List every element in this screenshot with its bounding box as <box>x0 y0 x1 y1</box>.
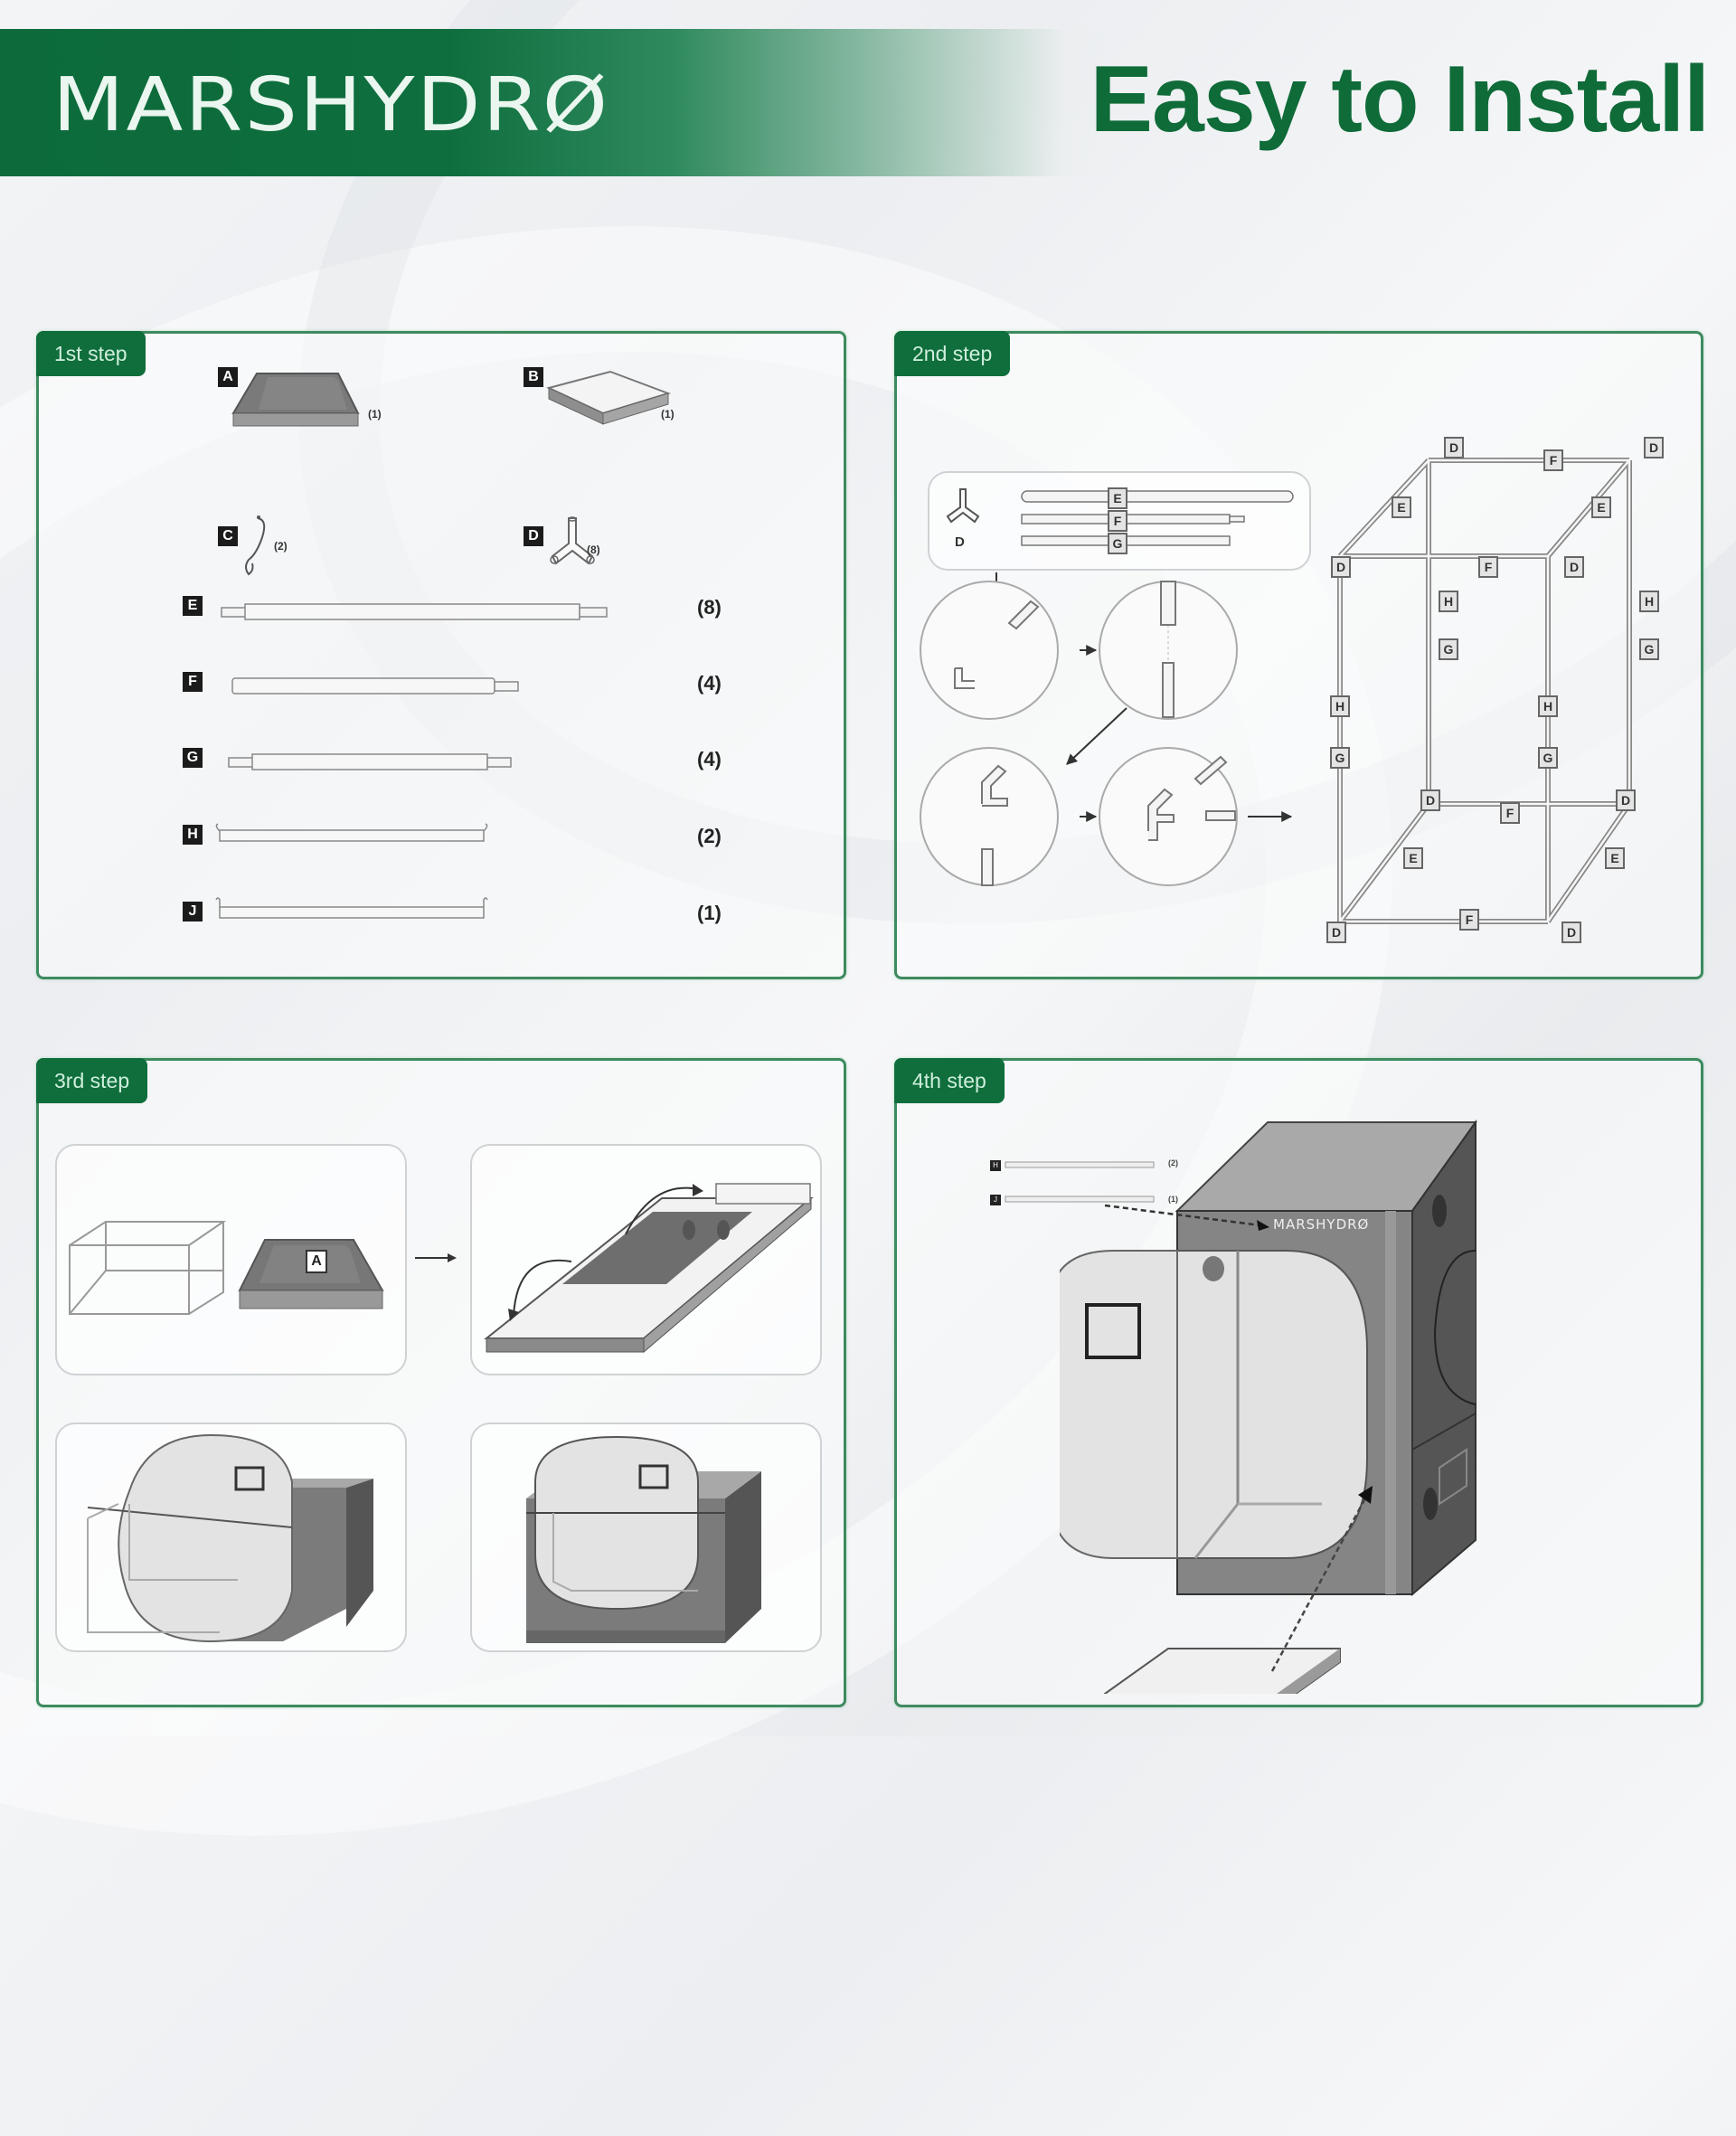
part-qty: (2) <box>1168 1158 1178 1167</box>
covered-tent-box <box>470 1422 822 1652</box>
step-badge: 4th step <box>894 1058 1005 1103</box>
hanger-icon <box>245 515 266 576</box>
hanging-bar-h-illustration <box>215 823 488 842</box>
corner-connector-icon <box>946 488 980 524</box>
part-label: C <box>218 526 238 546</box>
part-label: H <box>183 825 203 845</box>
cover-frame-illustration <box>87 1433 373 1643</box>
pole-f-illustration <box>231 677 519 695</box>
part-qty: (4) <box>697 748 722 770</box>
frame-label-d: D <box>1616 789 1636 811</box>
frame-label-f: F <box>1500 802 1520 824</box>
frame-label-d: D <box>1331 556 1351 578</box>
part-label: D <box>524 526 543 546</box>
legend-poles <box>1021 490 1294 546</box>
part-qty: (8) <box>587 543 600 556</box>
part-qty: (1) <box>697 902 722 924</box>
frame-label-g: G <box>1439 638 1458 660</box>
frame-label-f: F <box>1478 556 1498 578</box>
pole-g-illustration <box>228 753 512 770</box>
assembly-detail-steps <box>920 572 1293 886</box>
part-qty: (2) <box>697 825 722 847</box>
hanging-bar-j-illustration <box>215 897 488 919</box>
step-3-panel: 3rd step A <box>36 1058 846 1707</box>
part-label: J <box>990 1195 1001 1205</box>
tent-logo-text: MARSHYDRØ <box>1273 1216 1370 1233</box>
part-label: J <box>183 902 203 922</box>
part-qty: (8) <box>697 596 722 619</box>
frame-label-d: D <box>1644 437 1664 458</box>
part-qty: (4) <box>697 672 722 695</box>
hanging-bar-h-illustration <box>1005 1161 1155 1168</box>
part-label: F <box>183 672 203 692</box>
step-badge: 1st step <box>36 331 146 376</box>
legend-label-d: D <box>955 534 965 550</box>
covered-tent-illustration <box>526 1435 761 1643</box>
frame-label-g: G <box>1538 747 1558 769</box>
frame-label-d: D <box>1420 789 1440 811</box>
frame-label-d: D <box>1326 922 1346 943</box>
part-label: G <box>183 748 203 768</box>
arrow-right-icon <box>415 1253 457 1262</box>
frame-label-h: H <box>1538 695 1558 717</box>
frame-label-g: G <box>1639 638 1659 660</box>
frame-label-d: D <box>1444 437 1464 458</box>
unfold-top-box <box>470 1144 822 1375</box>
frame-label-g: G <box>1330 747 1350 769</box>
frame-assembly-diagram <box>1337 458 1632 924</box>
part-qty: (1) <box>1168 1195 1178 1204</box>
part-qty: (1) <box>661 408 675 421</box>
frame-label-e: E <box>1403 847 1423 869</box>
step-badge: 2nd step <box>894 331 1011 376</box>
brand-logo-text: MARSHYDRØ <box>52 62 610 148</box>
tent-top-illustration <box>238 1239 384 1309</box>
grow-tent-illustration <box>1060 1119 1477 1694</box>
page-title: Easy to Install <box>1090 47 1710 152</box>
part-qty: (2) <box>274 540 288 553</box>
step-1-panel: 1st step A (1) B (1) C (2) D (8) E (8) F <box>36 331 846 979</box>
part-label: A <box>306 1250 327 1273</box>
legend-label-g: G <box>1108 533 1127 554</box>
frame-label-d: D <box>1564 556 1584 578</box>
step-2-panel: 2nd step D E F G <box>894 331 1703 979</box>
part-label: H <box>990 1160 1001 1171</box>
step-4-panel: 4th step H (2) J (1) MARSHYDRØ <box>894 1058 1703 1707</box>
hanging-bar-j-illustration <box>1005 1196 1155 1203</box>
frame-label-e: E <box>1591 496 1611 518</box>
part-label: E <box>183 596 203 616</box>
frame-label-h: H <box>1439 591 1458 612</box>
frame-label-h: H <box>1639 591 1659 612</box>
brand-banner <box>0 29 1121 176</box>
part-label: A <box>218 367 238 387</box>
part-label: B <box>524 367 543 387</box>
unfold-top-illustration <box>484 1183 814 1354</box>
legend-label-e: E <box>1108 487 1127 509</box>
frame-label-h: H <box>1330 695 1350 717</box>
corner-connector-icon <box>550 516 595 565</box>
floor-tray-illustration <box>546 370 672 425</box>
frame-label-d: D <box>1561 922 1581 943</box>
frame-label-f: F <box>1543 449 1563 471</box>
part-qty: (1) <box>368 408 382 421</box>
tent-top-illustration <box>231 373 360 427</box>
legend-label-f: F <box>1108 510 1127 532</box>
pole-e-illustration <box>221 603 608 620</box>
frame-and-top-box: A <box>55 1144 407 1375</box>
wire-frame-icon <box>69 1221 227 1315</box>
parts-legend-box: D E F G <box>928 471 1311 571</box>
step-badge: 3rd step <box>36 1058 148 1103</box>
frame-label-e: E <box>1605 847 1625 869</box>
frame-label-f: F <box>1459 909 1479 931</box>
frame-label-e: E <box>1392 496 1411 518</box>
cover-frame-box <box>55 1422 407 1652</box>
